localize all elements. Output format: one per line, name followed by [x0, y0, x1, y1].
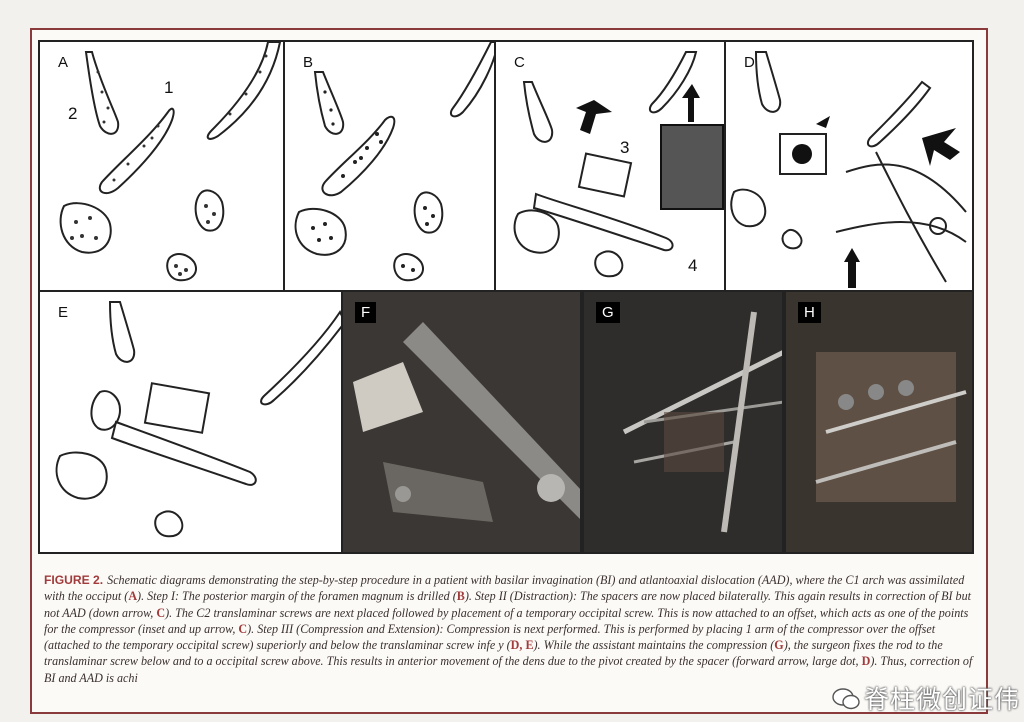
caption-panel-ref: D: [861, 654, 871, 669]
caption-panel-ref: D, E: [510, 638, 534, 653]
up-arrow-icon: [844, 248, 860, 288]
caption-segment: Schematic diagrams demonstrating the ste…: [44, 573, 965, 604]
diagram-occiput-atlas: [59, 42, 282, 282]
label-number: 3: [620, 138, 630, 157]
intraop-photo-final-construct: [815, 352, 967, 502]
panel-e: E: [38, 290, 343, 554]
panel-label: G: [596, 302, 620, 323]
intraop-photo-rod: [622, 311, 782, 533]
caption-segment: ). Step I: The posterior margin of the f…: [137, 589, 457, 604]
panel-label: C: [514, 54, 525, 71]
panel-h-photo: H: [784, 290, 974, 554]
panel-label: H: [798, 302, 821, 323]
small-arrow-icon: [816, 116, 830, 128]
panel-label: B: [303, 54, 314, 71]
down-arrow-icon: [576, 100, 612, 134]
caption-panel-ref: A: [128, 589, 138, 604]
diagram-rod-fixation: [55, 301, 341, 538]
caption-panel-ref: G: [774, 638, 784, 653]
panel-d: D: [724, 40, 974, 292]
watermark-text: 脊柱微创证伟: [864, 685, 1021, 714]
diagram-compressor: [730, 51, 967, 288]
wechat-logo-icon: [832, 688, 860, 710]
panel-g-photo: G: [582, 290, 784, 554]
panel-f-photo: F: [341, 290, 582, 554]
caption-segment: y (: [498, 638, 511, 653]
large-dot-icon: [792, 144, 812, 164]
watermark: 脊柱微创证伟: [826, 662, 1022, 720]
caption-text: Schematic diagrams demonstrating the ste…: [44, 573, 972, 685]
up-arrow-icon: [682, 84, 700, 122]
panel-label: F: [355, 302, 377, 323]
caption-segment: ). Step II (Distraction): The spacers ar…: [44, 589, 972, 620]
caption-segment: ). Thus, correction of BI and AAD is ach…: [44, 654, 973, 685]
intraop-photo-compressor: [353, 322, 580, 522]
label-number: 4: [688, 256, 698, 275]
caption-panel-ref: C: [238, 621, 248, 636]
label-number: 2: [68, 104, 78, 123]
panel-label: E: [58, 304, 69, 321]
panel-label: A: [58, 54, 69, 71]
figure-label: FIGURE 2.: [44, 573, 104, 587]
caption-segment: ). While the assistant maintains the com…: [533, 638, 775, 653]
caption-panel-ref: B: [456, 589, 465, 604]
panel-a: A 1 2: [38, 40, 285, 292]
panel-c: C 3 4: [494, 40, 726, 292]
caption-segment: ), the surgeon fixes the rod to the tran…: [44, 638, 943, 669]
forward-arrow-icon: [922, 128, 960, 166]
inset-photo: [660, 124, 724, 210]
label-number: 1: [164, 78, 174, 97]
figure-caption: FIGURE 2.Schematic diagrams demonstratin…: [44, 572, 974, 686]
caption-segment: anterior movement of the dens due to the…: [397, 654, 862, 669]
panel-label: D: [744, 54, 755, 71]
caption-panel-ref: C: [156, 605, 166, 620]
caption-segment: ). Step III (Compression and Extension):…: [44, 621, 936, 653]
panel-b: B: [283, 40, 496, 292]
caption-segment: ). The C2 translaminar screws are next p…: [44, 605, 969, 636]
diagram-spacer-placement: [513, 51, 700, 278]
diagram-drilled-foramen: [294, 42, 494, 282]
